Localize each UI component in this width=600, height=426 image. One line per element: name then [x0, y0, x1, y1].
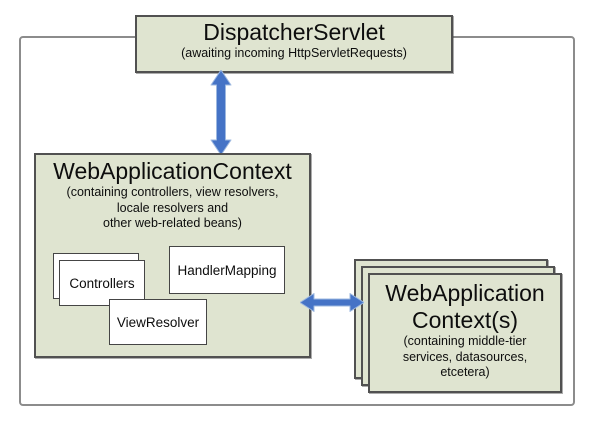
web-application-context-box: WebApplicationContext (containing contro…: [34, 153, 311, 358]
web-application-contexts-box: WebApplication Context(s) (containing mi…: [368, 273, 562, 393]
web-application-context-title: WebApplicationContext: [53, 158, 292, 184]
handler-mapping-label: HandlerMapping: [177, 262, 277, 278]
controllers-box: Controllers: [59, 260, 145, 306]
web-application-context-subtitle: (containing controllers, view resolvers,…: [66, 185, 279, 230]
dispatcher-servlet-subtitle: (awaiting incoming HttpServletRequests): [181, 46, 407, 60]
view-resolver-box: ViewResolver: [109, 299, 207, 345]
horizontal-double-arrow-icon: [300, 293, 364, 312]
controllers-label: Controllers: [69, 275, 135, 291]
handler-mapping-box: HandlerMapping: [169, 246, 285, 294]
view-resolver-label: ViewResolver: [116, 314, 200, 330]
web-application-contexts-subtitle: (containing middle-tier services, dataso…: [402, 334, 528, 379]
web-application-contexts-title: WebApplication Context(s): [385, 280, 545, 333]
dispatcher-servlet-box: DispatcherServlet (awaiting incoming Htt…: [135, 15, 453, 73]
dispatcher-servlet-title: DispatcherServlet: [203, 19, 385, 45]
vertical-double-arrow-icon: [210, 70, 232, 155]
